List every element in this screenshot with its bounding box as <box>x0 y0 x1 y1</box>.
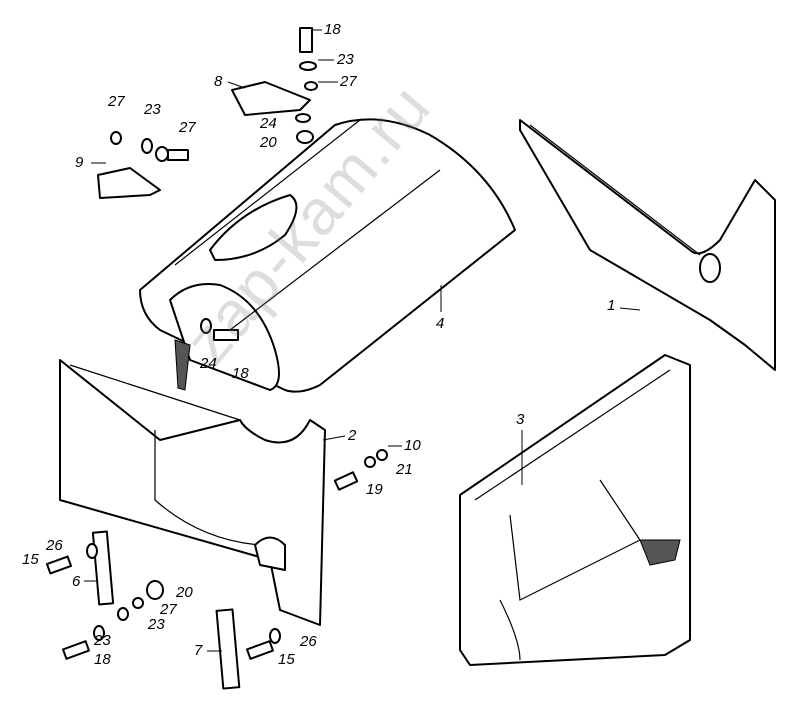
panel-part-3 <box>459 354 691 666</box>
callout-19: 19 <box>366 481 383 498</box>
callout-23: 23 <box>94 632 111 649</box>
callout-26: 26 <box>46 537 63 554</box>
callout-27: 27 <box>340 73 357 90</box>
callout-15: 15 <box>278 651 295 668</box>
callout-21: 21 <box>396 461 413 478</box>
callout-27: 27 <box>108 93 125 110</box>
bracket-part-9 <box>97 167 161 199</box>
leader-lines <box>84 29 641 652</box>
callout-23: 23 <box>148 616 165 633</box>
plate-part-7 <box>215 608 241 690</box>
callout-2: 2 <box>348 427 357 444</box>
callout-7: 7 <box>194 642 203 659</box>
callout-18: 18 <box>94 651 111 668</box>
callout-20: 20 <box>260 134 277 151</box>
callout-27: 27 <box>160 601 177 618</box>
plate-part-6 <box>91 530 115 606</box>
callout-27: 27 <box>179 119 196 136</box>
panel-part-1 <box>519 119 776 371</box>
panel-part-2 <box>59 359 326 626</box>
callout-15: 15 <box>22 551 39 568</box>
callout-24: 24 <box>260 115 277 132</box>
callout-23: 23 <box>144 101 161 118</box>
callout-3: 3 <box>516 411 525 428</box>
callout-4: 4 <box>436 315 445 332</box>
callout-1: 1 <box>607 297 616 314</box>
callout-24: 24 <box>200 355 217 372</box>
callout-23: 23 <box>337 51 354 68</box>
callout-6: 6 <box>72 573 81 590</box>
callout-18: 18 <box>232 365 249 382</box>
callout-18: 18 <box>324 21 341 38</box>
callout-20: 20 <box>176 584 193 601</box>
fasteners <box>45 27 388 660</box>
callout-9: 9 <box>75 154 84 171</box>
callout-10: 10 <box>404 437 421 454</box>
bracket-part-8 <box>231 81 311 116</box>
callout-8: 8 <box>214 73 223 90</box>
callout-26: 26 <box>300 633 317 650</box>
